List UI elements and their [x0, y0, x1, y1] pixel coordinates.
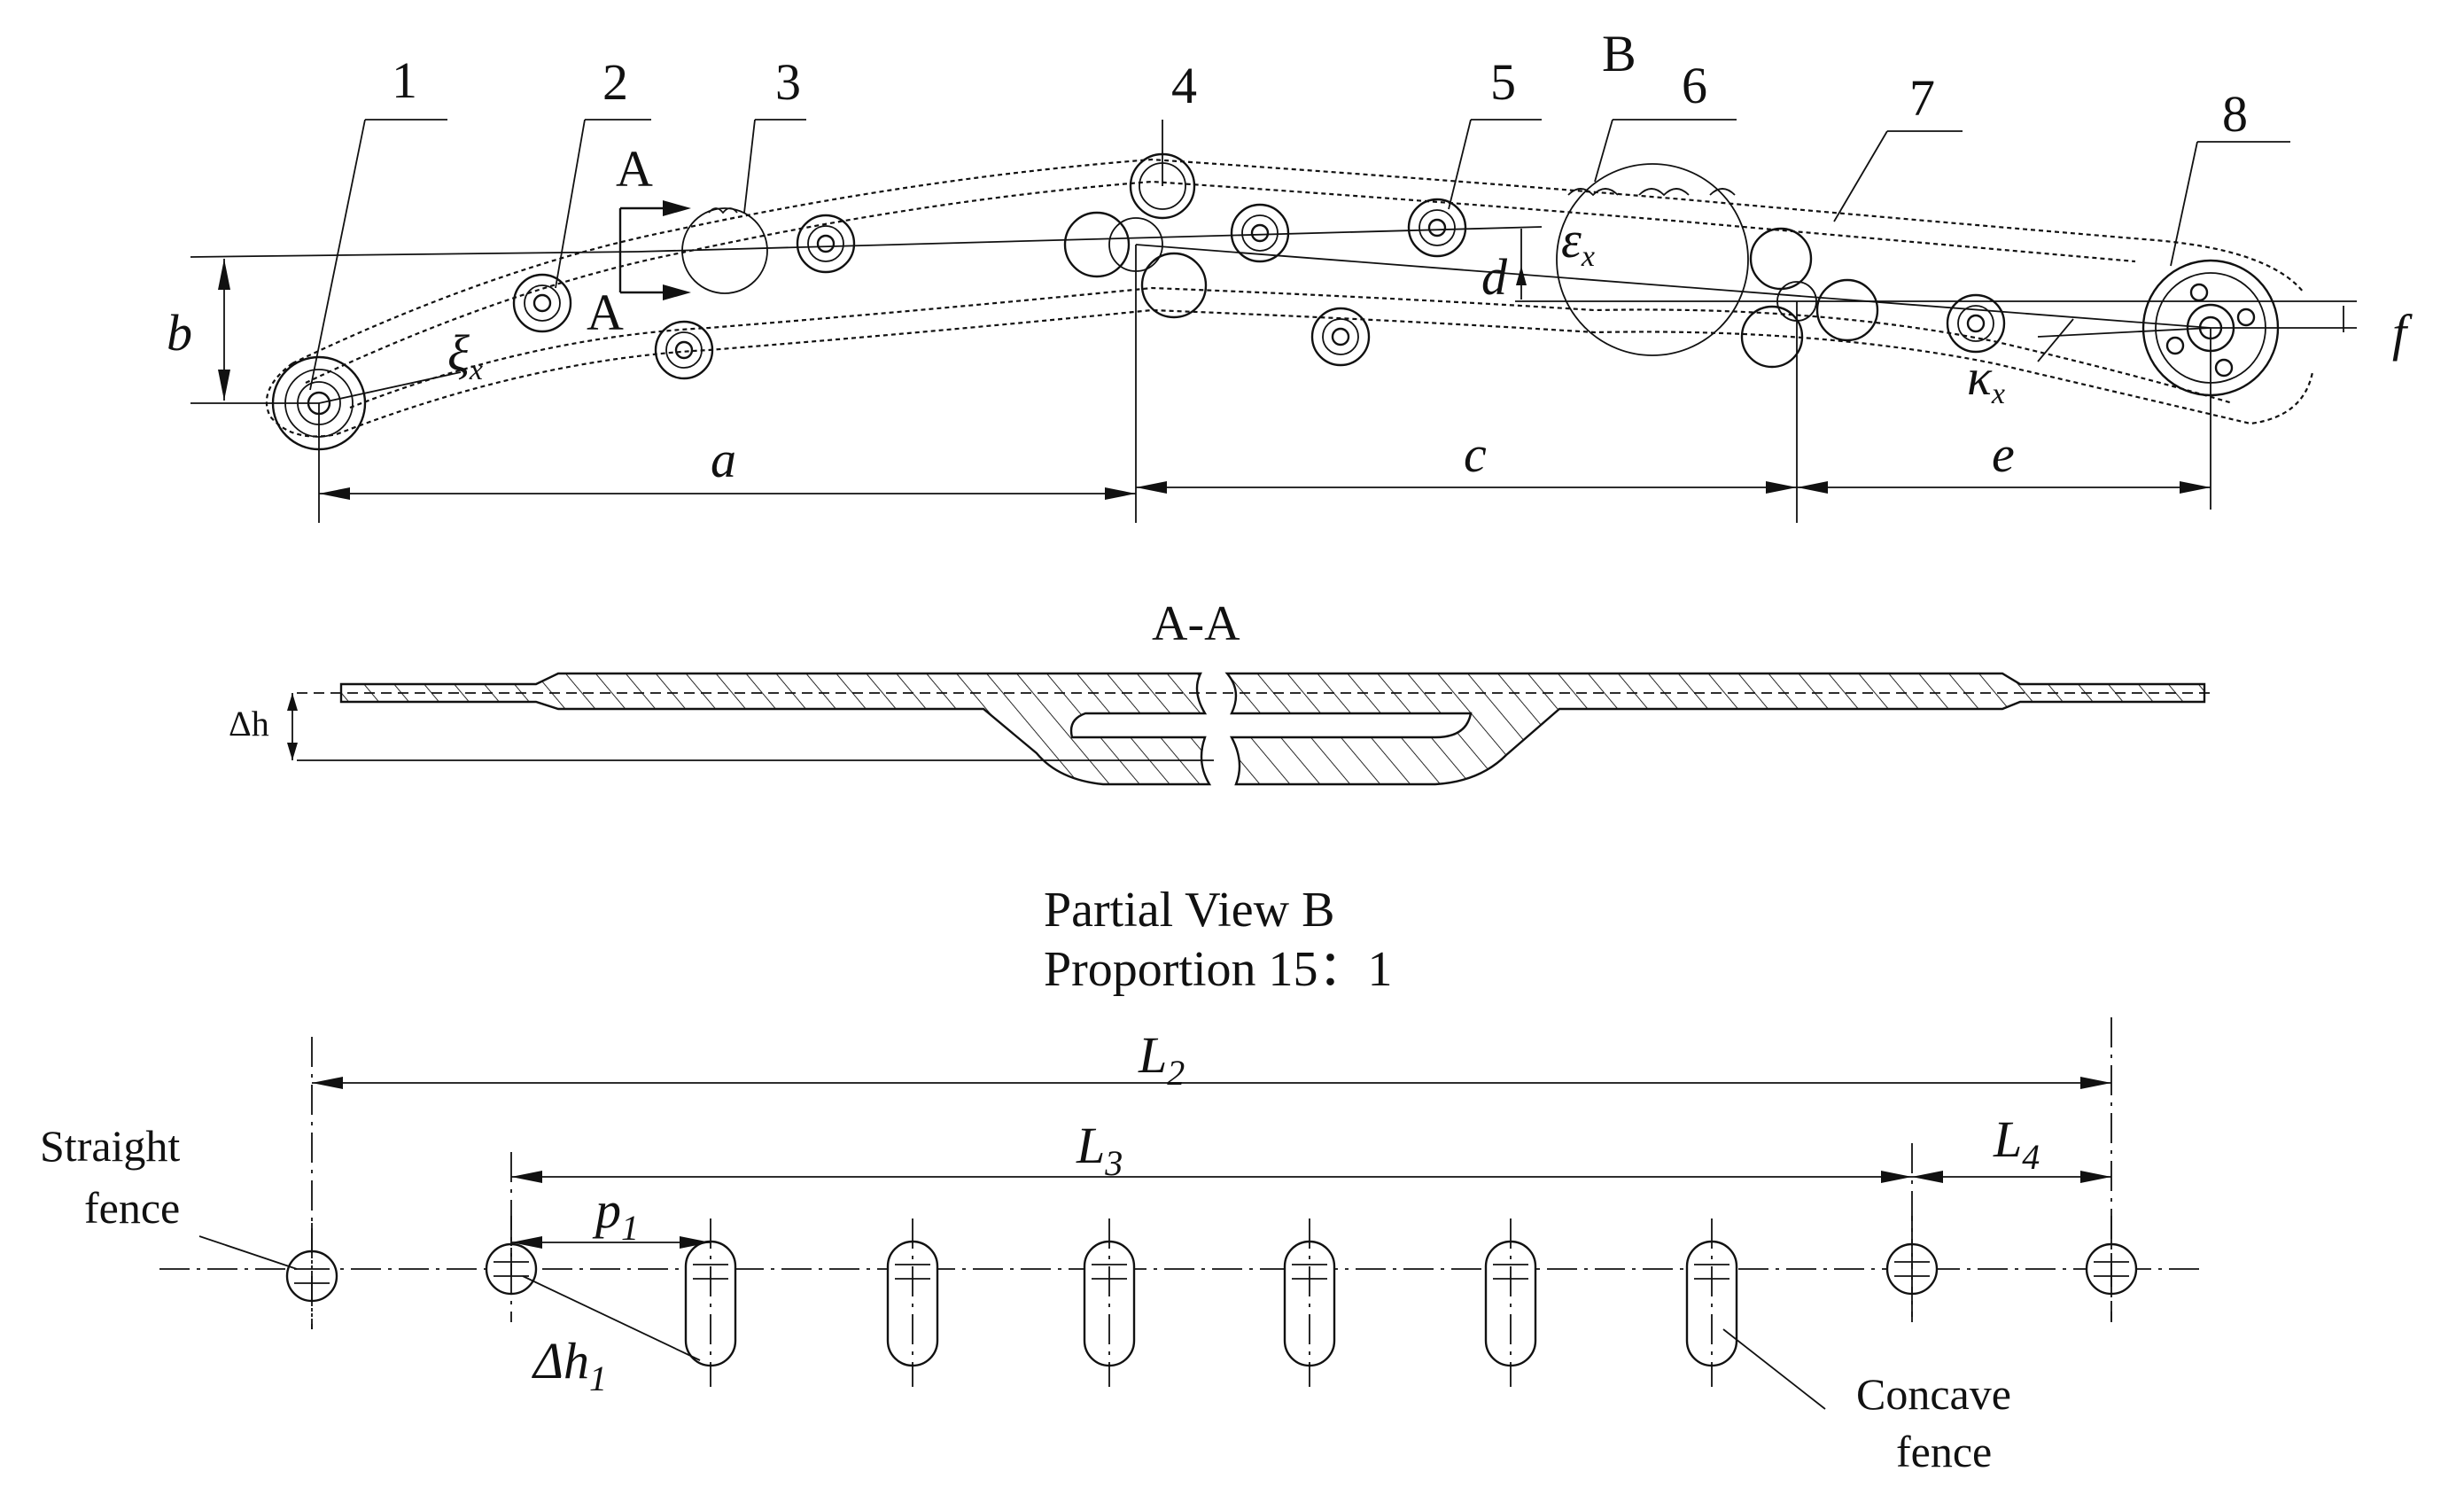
arrowhead	[218, 370, 230, 401]
arrowhead	[312, 1077, 343, 1089]
road-wheel	[1946, 293, 2006, 354]
partial-view-scale: Proportion 15：1	[1044, 942, 1393, 997]
reference-line-top-right	[637, 226, 1543, 253]
arrowhead	[1797, 481, 1828, 494]
arrowhead	[1105, 487, 1136, 500]
arrowhead	[2080, 1077, 2111, 1089]
arrowhead	[287, 743, 298, 760]
callout-4: 4	[1171, 57, 1197, 114]
kappa-angle-line	[2037, 327, 2211, 338]
support-roller	[1407, 198, 1467, 258]
callout-3: 3	[775, 53, 801, 111]
leader-line-7	[1833, 130, 1888, 222]
concave-fence-slot	[1083, 1217, 1136, 1389]
section-title: A-A	[1152, 596, 1240, 651]
arrowhead	[511, 1236, 542, 1249]
dim-label-a: a	[711, 431, 736, 488]
track-upper-run-outer	[291, 158, 2305, 364]
dim-label-d: d	[1481, 248, 1508, 306]
road-wheel	[796, 214, 856, 274]
dim-label-f: f	[2392, 304, 2413, 362]
concave-fence-slot	[1685, 1217, 1738, 1389]
dim-label-dh1: Δh1	[532, 1332, 607, 1398]
track-assembly: 1 2 3 4 5 B 6 7 8 A A b a c d e f ξx εx …	[167, 25, 2413, 523]
leader-line-2	[555, 119, 586, 289]
concave-fence-label: Concave	[1856, 1369, 2011, 1419]
leader-line-3	[743, 119, 756, 214]
tooth-detail-6	[1567, 188, 1736, 197]
arrowhead	[1516, 266, 1527, 285]
dim-label-e: e	[1992, 425, 2015, 483]
arrowhead	[680, 1236, 711, 1249]
arrowhead	[1881, 1171, 1912, 1183]
dim-label-L2: L2	[1138, 1026, 1185, 1093]
leader-line-1	[309, 119, 366, 391]
concave-fence-slot	[1283, 1217, 1336, 1389]
arrowhead	[319, 487, 350, 500]
callout-2: 2	[602, 53, 628, 111]
concave-fence-slot	[1484, 1217, 1537, 1389]
dim-label-p1: p1	[592, 1181, 639, 1248]
callout-5: 5	[1490, 53, 1516, 111]
detail-circle-B	[1556, 163, 1749, 356]
section-a-a: A-A Δh	[229, 596, 2215, 786]
track-lower-run-outer	[336, 308, 2314, 436]
leader-line-concave-fence	[1722, 1328, 1826, 1410]
arrowhead	[511, 1171, 542, 1183]
leader-line-kappa	[2037, 318, 2074, 362]
straight-fence-label: Straight	[40, 1121, 180, 1171]
arrowhead	[2080, 1171, 2111, 1183]
dim-label-L4: L4	[1993, 1110, 2040, 1177]
section-marker-top: A	[616, 140, 653, 198]
arrowhead	[1912, 1171, 1943, 1183]
straight-fence-label-2: fence	[84, 1183, 180, 1233]
section-profile-right	[1224, 672, 2206, 786]
angle-xi: ξx	[447, 324, 483, 386]
road-wheel	[512, 273, 572, 333]
tooth-detail-3	[708, 207, 738, 214]
partial-view-b: Partial View B Proportion 15：1 L2 L3 L	[40, 883, 2206, 1476]
angle-epsilon: εx	[1561, 211, 1595, 273]
angle-kappa: κx	[1967, 348, 2005, 410]
leader-line-dh1	[522, 1275, 701, 1361]
concave-fence-label-2: fence	[1896, 1427, 1992, 1476]
arrowhead	[1766, 481, 1797, 494]
callout-7: 7	[1909, 69, 1935, 127]
road-wheel	[654, 320, 714, 380]
track-lower-run-inner	[349, 286, 2234, 409]
section-profile-left	[339, 672, 1212, 786]
dim-label-c: c	[1464, 425, 1487, 483]
callout-1: 1	[392, 51, 417, 109]
arrowhead	[218, 259, 230, 290]
leader-line-5	[1448, 119, 1472, 210]
arrowhead	[287, 693, 298, 711]
xi-angle-line	[318, 371, 462, 404]
section-marker-bottom: A	[587, 284, 624, 341]
rear-bogie-wheels	[1740, 227, 1879, 369]
section-arrowhead	[663, 200, 691, 216]
leader-line-8	[2170, 141, 2198, 267]
partial-view-title: Partial View B	[1044, 883, 1334, 938]
leader-line-straight-fence	[198, 1235, 298, 1270]
dim-label-dh: Δh	[229, 704, 269, 744]
leader-line-B	[1594, 119, 1613, 183]
arrowhead	[2180, 481, 2211, 494]
bogie-to-sprocket-line	[1135, 244, 2211, 329]
callout-8: 8	[2222, 85, 2248, 143]
road-wheel	[1310, 307, 1371, 367]
section-arrowhead	[663, 284, 691, 300]
track-upper-run-inner	[305, 180, 2136, 384]
callout-6: 6	[1682, 57, 1707, 114]
dim-label-b: b	[167, 304, 192, 362]
arrowhead	[1136, 481, 1167, 494]
callout-B: B	[1602, 25, 1636, 82]
dim-label-L3: L3	[1076, 1117, 1123, 1183]
reference-line-top	[190, 251, 639, 258]
concave-fence-slot	[886, 1217, 939, 1389]
